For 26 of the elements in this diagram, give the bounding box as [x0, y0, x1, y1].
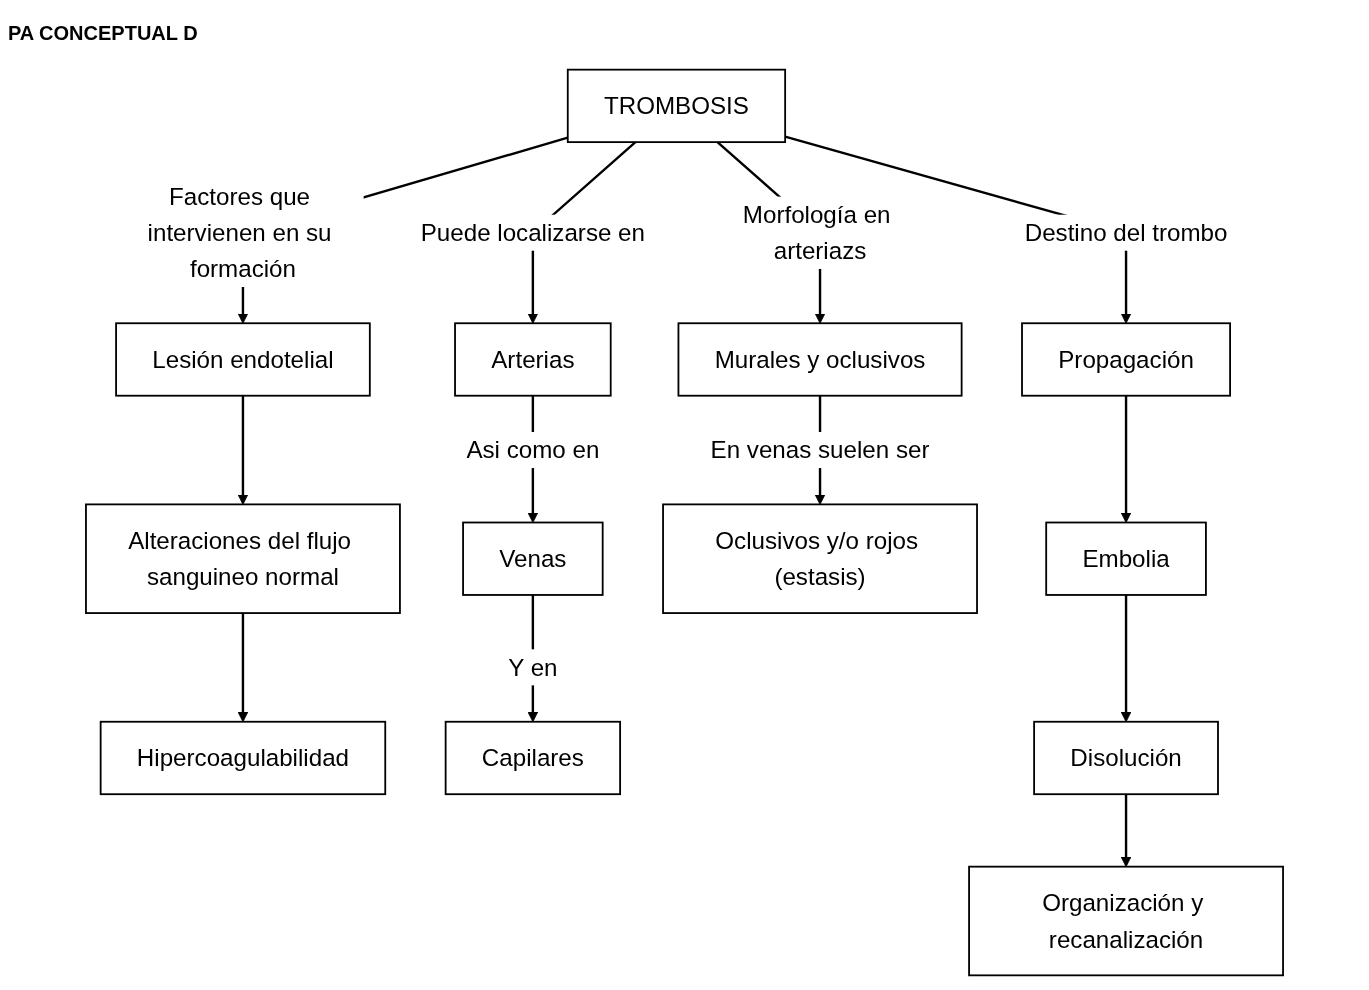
- node-box: TROMBOSIS: [566, 68, 787, 143]
- edge-label: Morfología en arteriazs: [742, 201, 891, 265]
- edge-label: En venas suelen ser: [710, 436, 930, 464]
- node-box: Lesión endotelial: [115, 322, 371, 397]
- edge-label: Asi como en: [466, 436, 600, 464]
- node-box: Arterias: [454, 322, 612, 397]
- arrow: [237, 395, 249, 505]
- edge-label: Puede localizarse en: [420, 219, 645, 246]
- node-box: Embolia: [1045, 521, 1207, 596]
- node-box: Alteraciones del flujo sanguineo normal: [85, 503, 401, 614]
- arrow: [1120, 794, 1132, 868]
- node-box: Oclusivos y/o rojos (estasis): [662, 503, 978, 614]
- node-box: Hipercoagulabilidad: [99, 720, 387, 796]
- node-box: Venas: [462, 521, 604, 596]
- node-box: Propagación: [1021, 322, 1231, 397]
- arrow: [237, 613, 249, 723]
- node-box: Disolución: [1033, 720, 1219, 796]
- arrow: [1120, 395, 1132, 523]
- node-box: Organización y recanalización: [968, 865, 1284, 977]
- node-box: Capilares: [444, 720, 621, 796]
- arrow: [1120, 594, 1132, 723]
- diagram-title: PA CONCEPTUAL D: [8, 22, 198, 45]
- edge-label: Destino del trombo: [1024, 219, 1228, 246]
- edge-label: Y en: [508, 654, 558, 681]
- edge-label: Factores que intervienen en su formación: [147, 183, 332, 283]
- node-box: Murales y oclusivos: [677, 322, 963, 397]
